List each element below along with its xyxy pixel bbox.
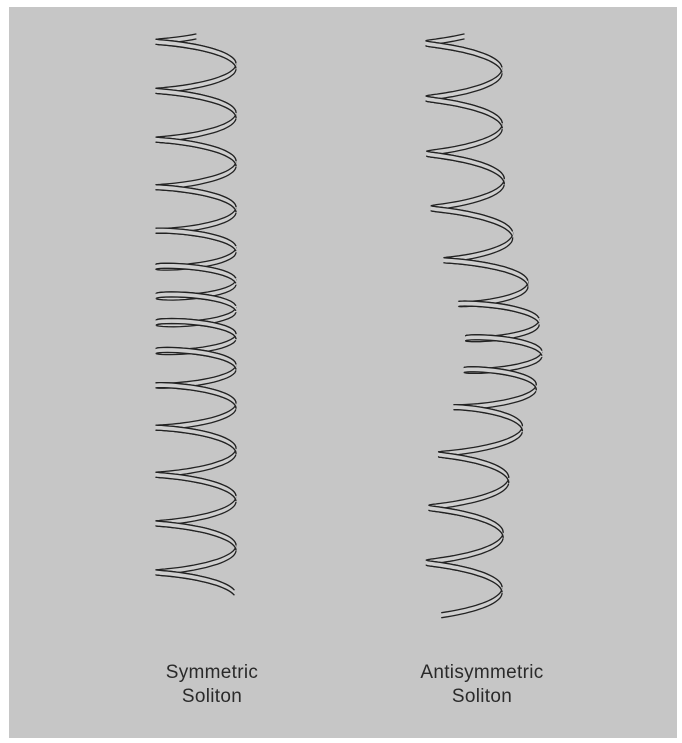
label-line-2: Soliton (117, 685, 307, 709)
antisymmetric-soliton-label: Antisymmetric Soliton (377, 661, 587, 709)
label-line-2: Soliton (377, 685, 587, 709)
label-line-1: Symmetric (117, 661, 307, 685)
figure-panel: Symmetric Soliton Antisymmetric Soliton (9, 7, 677, 738)
helix-drawing (9, 7, 677, 738)
label-line-1: Antisymmetric (377, 661, 587, 685)
symmetric-soliton-helix (156, 34, 236, 595)
antisymmetric-soliton-helix (426, 34, 542, 618)
symmetric-soliton-label: Symmetric Soliton (117, 661, 307, 709)
